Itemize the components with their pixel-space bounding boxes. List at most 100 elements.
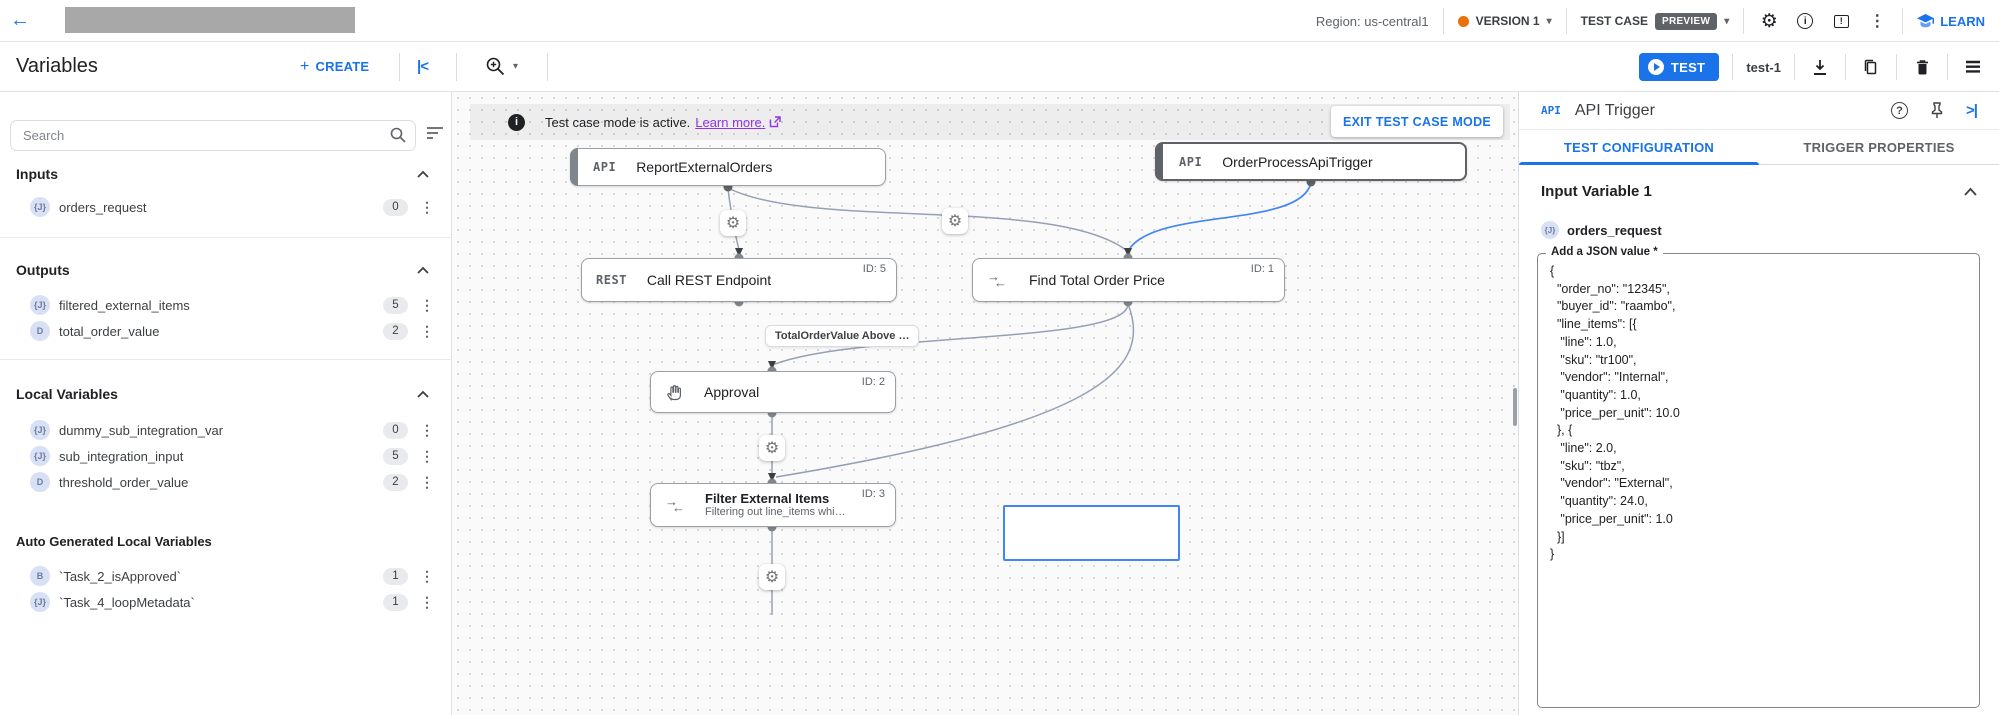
edge-config-gear-icon[interactable]: ⚙: [720, 210, 746, 236]
chevron-up-icon[interactable]: [417, 266, 429, 274]
learn-more-link[interactable]: Learn more.: [695, 114, 766, 130]
help-icon[interactable]: ?: [1891, 102, 1909, 119]
variable-row[interactable]: {J} dummy_sub_integration_var 0 ⋮: [0, 417, 451, 443]
variable-row[interactable]: {J} `Task_4_loopMetadata` 1 ⋮: [0, 589, 451, 615]
variable-row[interactable]: {J} orders_request 0 ⋮: [0, 194, 451, 220]
test-case-name[interactable]: test-1: [1746, 59, 1781, 75]
info-icon-glyph: i: [1797, 13, 1814, 29]
panel-variable-name: orders_request: [1567, 222, 1662, 238]
variable-name: `Task_2_isApproved`: [59, 568, 182, 584]
info-icon[interactable]: i: [1794, 10, 1816, 32]
learn-button[interactable]: LEARN: [1917, 13, 1985, 29]
node-approval[interactable]: Approval ID: 2: [650, 371, 896, 413]
region-label: Region: us-central1: [1315, 13, 1429, 29]
preview-badge: PREVIEW: [1654, 12, 1718, 30]
input-variable-header: Input Variable 1: [1541, 183, 1977, 200]
edge-config-gear-icon[interactable]: ⚙: [759, 564, 785, 590]
divider: [456, 53, 457, 81]
test-case-dropdown[interactable]: TEST CASE PREVIEW ▾: [1581, 12, 1729, 30]
section-header-inputs: Inputs: [0, 165, 451, 183]
test-button[interactable]: TEST: [1638, 53, 1720, 81]
download-icon[interactable]: [1808, 55, 1832, 79]
chevron-down-icon: ▾: [1546, 15, 1552, 27]
node-title: Call REST Endpoint: [646, 272, 772, 288]
toolbar: Variables + CREATE |< ▾ TEST test-1: [0, 42, 1999, 92]
usage-count-badge: 2: [383, 473, 408, 491]
collapse-panel-icon[interactable]: >|: [1966, 102, 1978, 119]
collapse-panel-icon[interactable]: |<: [417, 58, 429, 75]
usage-count-badge: 5: [383, 447, 408, 465]
more-menu-icon[interactable]: ⋮: [1869, 13, 1886, 30]
create-variable-button[interactable]: + CREATE: [300, 58, 369, 76]
node-call-rest-endpoint[interactable]: REST Call REST Endpoint ID: 5: [581, 258, 897, 302]
row-more-icon[interactable]: ⋮: [420, 447, 434, 464]
node-filter-external-items[interactable]: → ← Filter External Items Filtering out …: [650, 483, 896, 527]
sort-filter-icon[interactable]: [426, 125, 444, 141]
log-list-icon[interactable]: [1961, 55, 1985, 79]
chevron-up-icon[interactable]: [417, 390, 429, 398]
node-order-process-api-trigger[interactable]: API OrderProcessApiTrigger: [1155, 142, 1467, 181]
json-type-icon: {J}: [30, 592, 50, 612]
chevron-up-icon[interactable]: [1964, 187, 1977, 196]
row-more-icon[interactable]: ⋮: [420, 567, 434, 584]
search-input[interactable]: [10, 120, 416, 151]
plus-icon: +: [300, 57, 310, 75]
flow-canvas[interactable]: i Test case mode is active. Learn more. …: [452, 92, 1518, 715]
feedback-icon[interactable]: !: [1830, 10, 1852, 32]
variable-row[interactable]: D total_order_value 2 ⋮: [0, 318, 451, 344]
copy-icon[interactable]: [1859, 55, 1883, 79]
external-link-icon: [770, 116, 782, 128]
node-report-external-orders[interactable]: API ReportExternalOrders: [570, 148, 886, 186]
input-variable-title: Input Variable 1: [1541, 183, 1652, 200]
test-label: TEST: [1670, 59, 1706, 75]
panel-tabs: TEST CONFIGURATION TRIGGER PROPERTIES: [1519, 130, 1999, 165]
tab-test-configuration[interactable]: TEST CONFIGURATION: [1519, 130, 1759, 165]
node-id-badge: ID: 3: [861, 488, 885, 500]
row-more-icon[interactable]: ⋮: [420, 421, 434, 438]
usage-count-badge: 2: [383, 322, 408, 340]
row-more-icon[interactable]: ⋮: [420, 473, 434, 490]
row-more-icon[interactable]: ⋮: [420, 322, 434, 339]
double-type-icon: D: [30, 321, 50, 341]
exit-test-case-mode-button[interactable]: EXIT TEST CASE MODE: [1331, 106, 1503, 137]
canvas-scrollbar[interactable]: [1513, 388, 1517, 426]
variable-name: filtered_external_items: [59, 297, 190, 313]
info-icon: i: [508, 113, 525, 131]
section-header-outputs: Outputs: [0, 261, 451, 279]
tab-trigger-properties[interactable]: TRIGGER PROPERTIES: [1803, 139, 1955, 155]
node-title: Find Total Order Price: [1029, 272, 1165, 288]
edge-config-gear-icon[interactable]: ⚙: [759, 435, 785, 461]
variable-row[interactable]: {J} sub_integration_input 5 ⋮: [0, 443, 451, 469]
row-more-icon[interactable]: ⋮: [420, 198, 434, 215]
divider: [1565, 8, 1567, 34]
variable-name: total_order_value: [59, 323, 160, 339]
version-dropdown[interactable]: VERSION 1 ▾: [1457, 14, 1552, 28]
row-more-icon[interactable]: ⋮: [420, 593, 434, 610]
json-value-field[interactable]: Add a JSON value * { "order_no": "12345"…: [1537, 246, 1980, 708]
settings-gear-icon[interactable]: ⚙: [1760, 10, 1778, 32]
node-find-total-order-price[interactable]: → ← Find Total Order Price ID: 1: [972, 258, 1285, 302]
delete-icon[interactable]: [1910, 55, 1934, 79]
zoom-dropdown[interactable]: ▾: [486, 57, 518, 76]
node-title: Approval: [704, 384, 760, 400]
back-arrow-icon[interactable]: ←: [10, 9, 30, 31]
variable-row[interactable]: B `Task_2_isApproved` 1 ⋮: [0, 563, 451, 589]
pin-icon[interactable]: [1930, 102, 1944, 119]
node-title: ReportExternalOrders: [636, 159, 773, 175]
api-trigger-panel: API API Trigger ? >| TEST CONFIGURATION …: [1518, 92, 1999, 715]
json-value-text[interactable]: { "order_no": "12345", "buyer_id": "raam…: [1550, 264, 1680, 562]
variable-name: threshold_order_value: [59, 474, 189, 490]
data-mapping-icon: → ←: [987, 268, 1007, 290]
chevron-up-icon[interactable]: [417, 170, 429, 178]
double-type-icon: D: [30, 472, 50, 492]
search-icon: [390, 127, 406, 143]
json-type-icon: {J}: [30, 420, 50, 440]
variable-row[interactable]: {J} filtered_external_items 5 ⋮: [0, 292, 451, 318]
variable-row[interactable]: D threshold_order_value 2 ⋮: [0, 469, 451, 495]
row-more-icon[interactable]: ⋮: [420, 296, 434, 313]
node-title: Filter External Items: [705, 491, 830, 506]
divider: [1442, 8, 1444, 34]
edge-condition-label[interactable]: TotalOrderValue Above …: [765, 325, 920, 347]
edge-config-gear-icon[interactable]: ⚙: [942, 208, 968, 234]
play-icon: [1647, 59, 1664, 75]
